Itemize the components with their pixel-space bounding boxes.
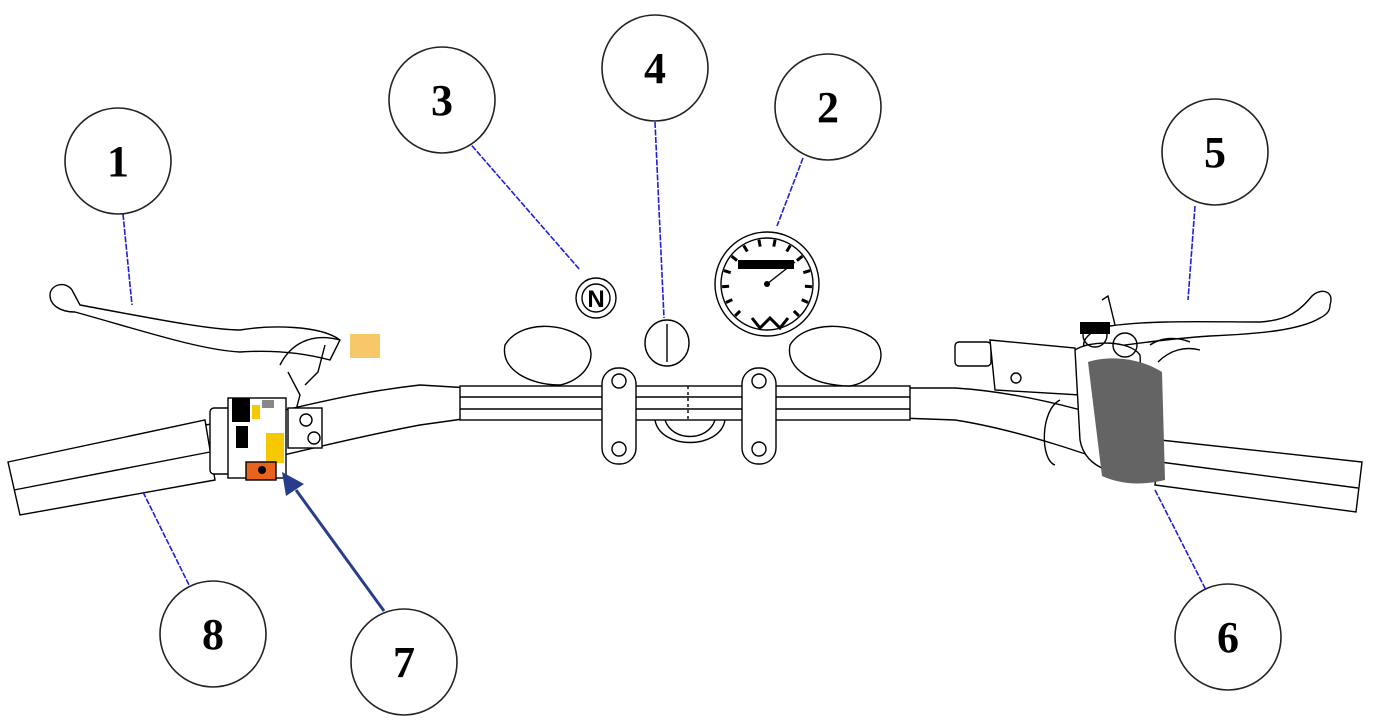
callout-4: 4 — [601, 14, 709, 122]
callout-6-label: 6 — [1217, 613, 1239, 662]
callout-5: 5 — [1161, 98, 1269, 206]
leader-4 — [654, 121, 665, 319]
callout-7-label: 7 — [393, 638, 415, 687]
callout-8: 8 — [159, 580, 267, 688]
leader-3 — [466, 139, 581, 271]
speedometer-tick — [742, 244, 749, 253]
neutral-indicator: N — [575, 277, 617, 319]
leader-2 — [776, 157, 804, 227]
speedometer-tick — [730, 255, 739, 262]
center-bar — [459, 385, 911, 421]
leader-8 — [142, 491, 191, 588]
clutch-lever — [49, 283, 341, 361]
front-brake-lever — [1083, 290, 1332, 351]
callouts: 1 2 3 4 5 6 7 8 — [64, 14, 1282, 716]
callout-6: 6 — [1174, 583, 1282, 691]
leader-lines — [122, 121, 1209, 612]
speedometer-tick — [792, 309, 800, 317]
left-grip — [7, 419, 216, 516]
speedometer-tick — [772, 239, 777, 247]
left-mirror-mount — [503, 325, 592, 386]
throttle-grip — [1088, 358, 1165, 484]
clutch-adjuster — [350, 334, 380, 358]
speedometer-ticks — [722, 239, 812, 317]
throttle-assembly — [954, 322, 1165, 484]
speedometer-tick — [725, 298, 733, 304]
callout-1: 1 — [64, 107, 172, 215]
callout-3-label: 3 — [431, 76, 453, 125]
leader-5 — [1187, 205, 1196, 301]
speedometer-tick — [757, 239, 762, 247]
speedometer-tick — [795, 255, 804, 262]
callout-7: 7 — [350, 608, 458, 716]
speedometer — [714, 231, 820, 337]
callout-4-label: 4 — [644, 44, 666, 93]
leader-7 — [294, 489, 386, 612]
callout-3: 3 — [388, 46, 496, 154]
handlebar-drawing: N — [7, 231, 1363, 516]
right-clamp — [741, 367, 777, 465]
callout-1-label: 1 — [107, 137, 129, 186]
neutral-indicator-letter: N — [587, 286, 604, 313]
speedometer-tick — [802, 269, 811, 275]
left-clamp — [601, 367, 637, 465]
callout-8-label: 8 — [202, 610, 224, 659]
right-mirror-mount — [788, 325, 882, 387]
leader-6 — [1154, 489, 1209, 595]
speedometer-tick — [734, 309, 742, 317]
ignition-switch — [644, 319, 690, 367]
speedometer-tick — [785, 244, 792, 253]
left-switch-assembly — [209, 397, 323, 481]
callout-2-label: 2 — [817, 83, 839, 132]
leader-1 — [122, 213, 133, 306]
callout-2: 2 — [774, 53, 882, 161]
right-grip — [1154, 439, 1363, 513]
arrow-7-head — [282, 472, 304, 496]
speedometer-tick — [801, 298, 809, 304]
callout-5-label: 5 — [1204, 128, 1226, 177]
speedometer-tick — [723, 269, 732, 275]
